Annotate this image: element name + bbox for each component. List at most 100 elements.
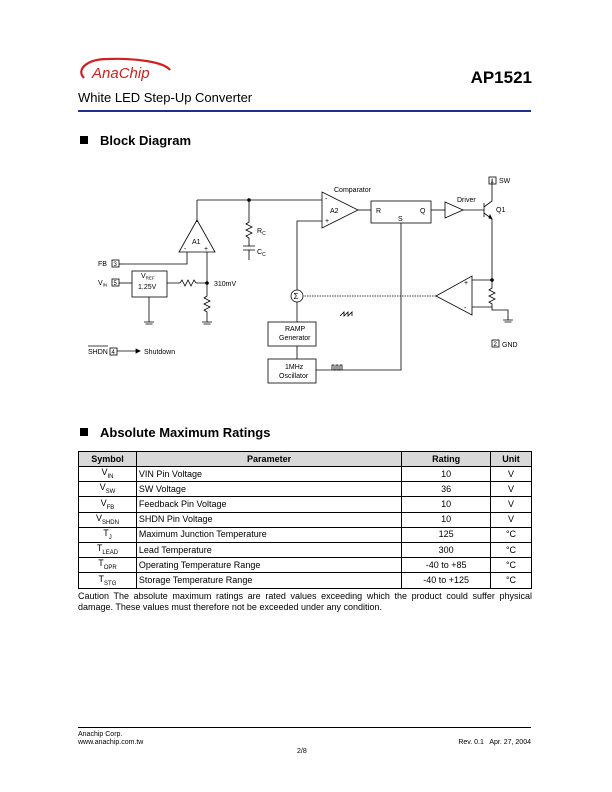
q1-label: Q1 [496,207,505,214]
svg-text:S: S [398,216,403,223]
a1-plus: + [204,246,208,253]
unit-cell: V [490,511,532,528]
vin-pin-box [111,278,120,287]
footer-revision: Rev. 0.1 Apr. 27, 2004 [458,739,531,746]
a2-label: A2 [330,208,339,215]
symbol-cell: TJ [78,526,137,543]
svg-text:-: - [325,196,328,203]
ratings-title: Absolute Maximum Ratings [100,425,271,440]
comparator-label: Comparator [334,187,372,194]
reference-310mv: 310mV [214,281,237,288]
symbol-cell: VSHDN [78,511,137,528]
symbol-cell: VIN [78,465,137,483]
vref-box [131,270,168,298]
parameter-cell: Maximum Junction Temperature [135,526,403,543]
svg-text:Q: Q [420,208,426,215]
vin-label: VIN [98,280,107,288]
driver-label: Driver [457,197,476,204]
cc-label: CC [257,249,266,258]
unit-cell: °C [490,557,532,574]
ratings-heading: Absolute Maximum Ratings [80,425,270,440]
square-bullet-icon [80,428,88,436]
shdn-pin-box [109,347,118,356]
column-header: Parameter [135,451,403,467]
unit-cell: °C [490,572,532,589]
page-number: 2/8 [297,748,307,755]
symbol-cell: TLEAD [78,541,137,559]
rating-cell: 300 [401,541,492,559]
block-diagram-title: Block Diagram [100,133,192,148]
parameter-cell: SW Voltage [135,481,403,498]
parameter-cell: SHDN Pin Voltage [135,511,403,528]
unit-cell: °C [490,541,532,559]
caution-note: Caution The absolute maximum ratings are… [78,591,532,612]
unit-cell: V [490,496,532,513]
parameter-cell: Lead Temperature [135,541,403,559]
part-number: AP1521 [470,68,532,87]
parameter-cell: Feedback Pin Voltage [135,496,403,513]
block-diagram: RC CC A1 - + 3 FB 5 VIN VREF 1.25V 310mV… [88,176,518,384]
svg-text:+: + [325,218,329,225]
shdn-label: SHDN [88,349,108,356]
gnd-label: GND [502,342,518,349]
rating-cell: 10 [401,465,492,483]
svg-text:1MHz: 1MHz [285,364,304,371]
svg-text:4: 4 [112,350,116,356]
vref-label: VREF [141,273,155,281]
rating-cell: -40 to +125 [401,572,492,589]
block-diagram-heading: Block Diagram [80,133,191,148]
footer-website: www.anachip.com.tw [78,739,144,746]
svg-text:Generator: Generator [279,335,311,342]
ground-vref [144,297,154,325]
parameter-cell: VIN Pin Voltage [135,465,403,483]
rating-cell: 10 [401,496,492,513]
svg-text:1: 1 [491,179,495,185]
vin-pin-number: 5 [114,281,118,287]
svg-text:Σ: Σ [294,292,299,301]
footer-company: Anachip Corp. [78,731,123,738]
vref-value: 1.25V [138,284,157,291]
svg-text:RAMP: RAMP [285,326,306,333]
sw-pin-box [488,176,497,185]
unit-cell: V [490,465,532,483]
table-header-row: Symbol Parameter Rating Unit [78,451,532,467]
header-divider [78,110,531,112]
oscillator-box [267,358,317,384]
symbol-cell: TOPR [78,557,137,574]
svg-text:+: + [464,280,468,287]
column-header: Rating [401,451,492,467]
resistor-310mv [167,279,207,287]
rating-cell: -40 to +85 [401,557,492,574]
rc-label: RC [257,228,266,237]
comparator-a2 [321,191,359,229]
amplifier-a1 [178,219,216,253]
square-bullet-icon [80,136,88,144]
sense-resistor [488,252,513,323]
column-header: Unit [490,451,532,467]
anachip-logo: AnaChip [80,57,171,82]
svg-text:-: - [464,305,467,312]
column-header: Symbol [78,451,137,467]
ramp-waveform-icon [339,311,353,317]
symbol-cell: VFB [78,496,137,513]
rating-cell: 125 [401,526,492,543]
svg-text:Oscillator: Oscillator [279,373,309,380]
wire-fb [125,252,188,265]
current-sense-amp [435,275,473,316]
document-subtitle: White LED Step-Up Converter [78,90,253,105]
footer-company-block: Anachip Corp. www.anachip.com.tw [78,731,143,747]
driver-buffer [444,201,464,219]
gnd-pin-box [491,339,500,348]
unit-cell: °C [490,526,532,543]
rating-cell: 36 [401,481,492,498]
symbol-cell: TSTG [78,572,137,589]
rating-cell: 10 [401,511,492,528]
footer-divider [78,727,531,728]
